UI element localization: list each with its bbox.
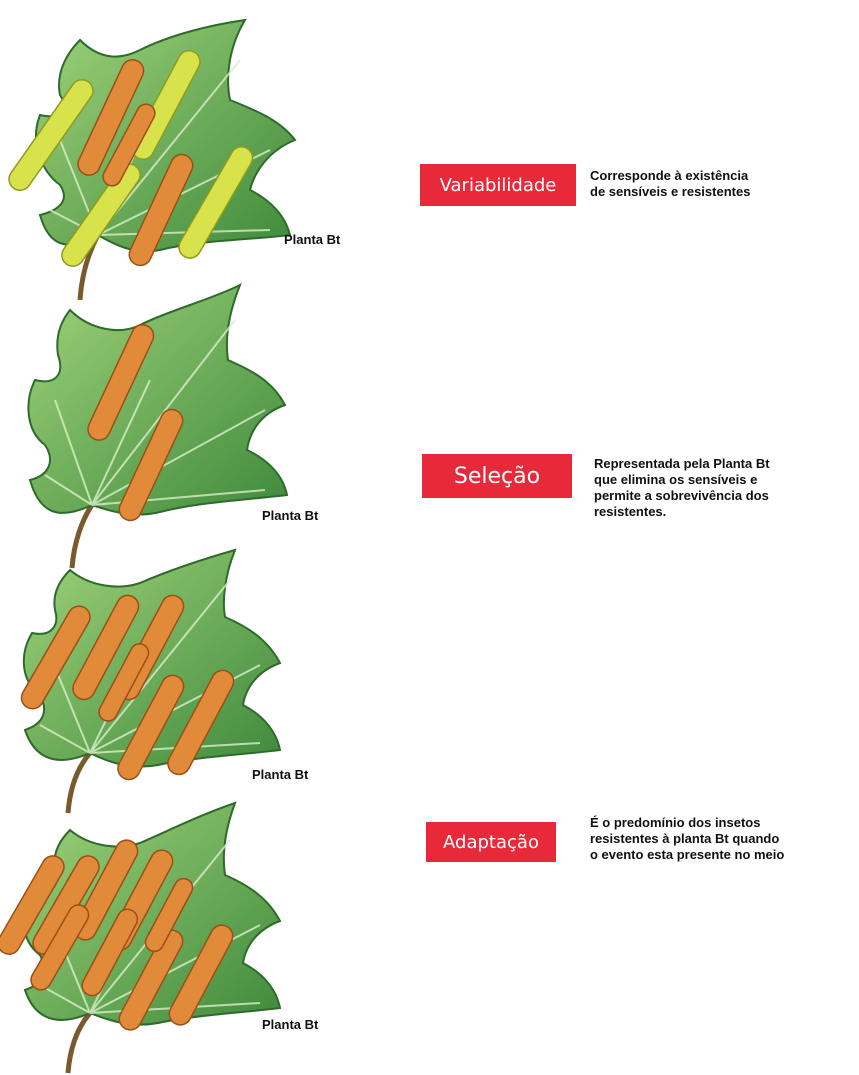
plant-label: Planta Bt bbox=[262, 508, 319, 523]
stage-adaptacao: Planta Bt Adaptação É o predomínio dos i… bbox=[0, 795, 859, 1075]
stage-intermediate: Planta Bt bbox=[0, 545, 859, 815]
tag-adaptacao: Adaptação bbox=[426, 822, 556, 862]
tag-selecao: Seleção bbox=[422, 454, 572, 498]
leaf-icon bbox=[27, 282, 289, 569]
plant-label: Planta Bt bbox=[284, 232, 341, 247]
caterpillar-icon bbox=[0, 839, 234, 1031]
leaf-icon bbox=[8, 18, 297, 300]
plant-label: Planta Bt bbox=[252, 767, 309, 782]
caterpillar-icon bbox=[87, 324, 184, 522]
stage-selecao: Planta Bt Seleção Representada pela Plan… bbox=[0, 280, 859, 570]
description-adaptacao: É o predomínio dos insetos resistentes à… bbox=[590, 815, 785, 862]
description-variabilidade: Corresponde à existência de sensíveis e … bbox=[590, 168, 751, 199]
stage-variabilidade: Planta Bt Variabilidade Corresponde à ex… bbox=[0, 0, 859, 300]
caterpillar-icon bbox=[8, 49, 254, 267]
description-selecao: Representada pela Planta Bt que elimina … bbox=[594, 456, 770, 519]
leaf-icon bbox=[20, 548, 282, 814]
plant-label: Planta Bt bbox=[262, 1017, 319, 1032]
tag-variabilidade: Variabilidade bbox=[420, 164, 576, 206]
leaf-icon bbox=[0, 801, 282, 1074]
caterpillar-icon bbox=[20, 594, 235, 781]
